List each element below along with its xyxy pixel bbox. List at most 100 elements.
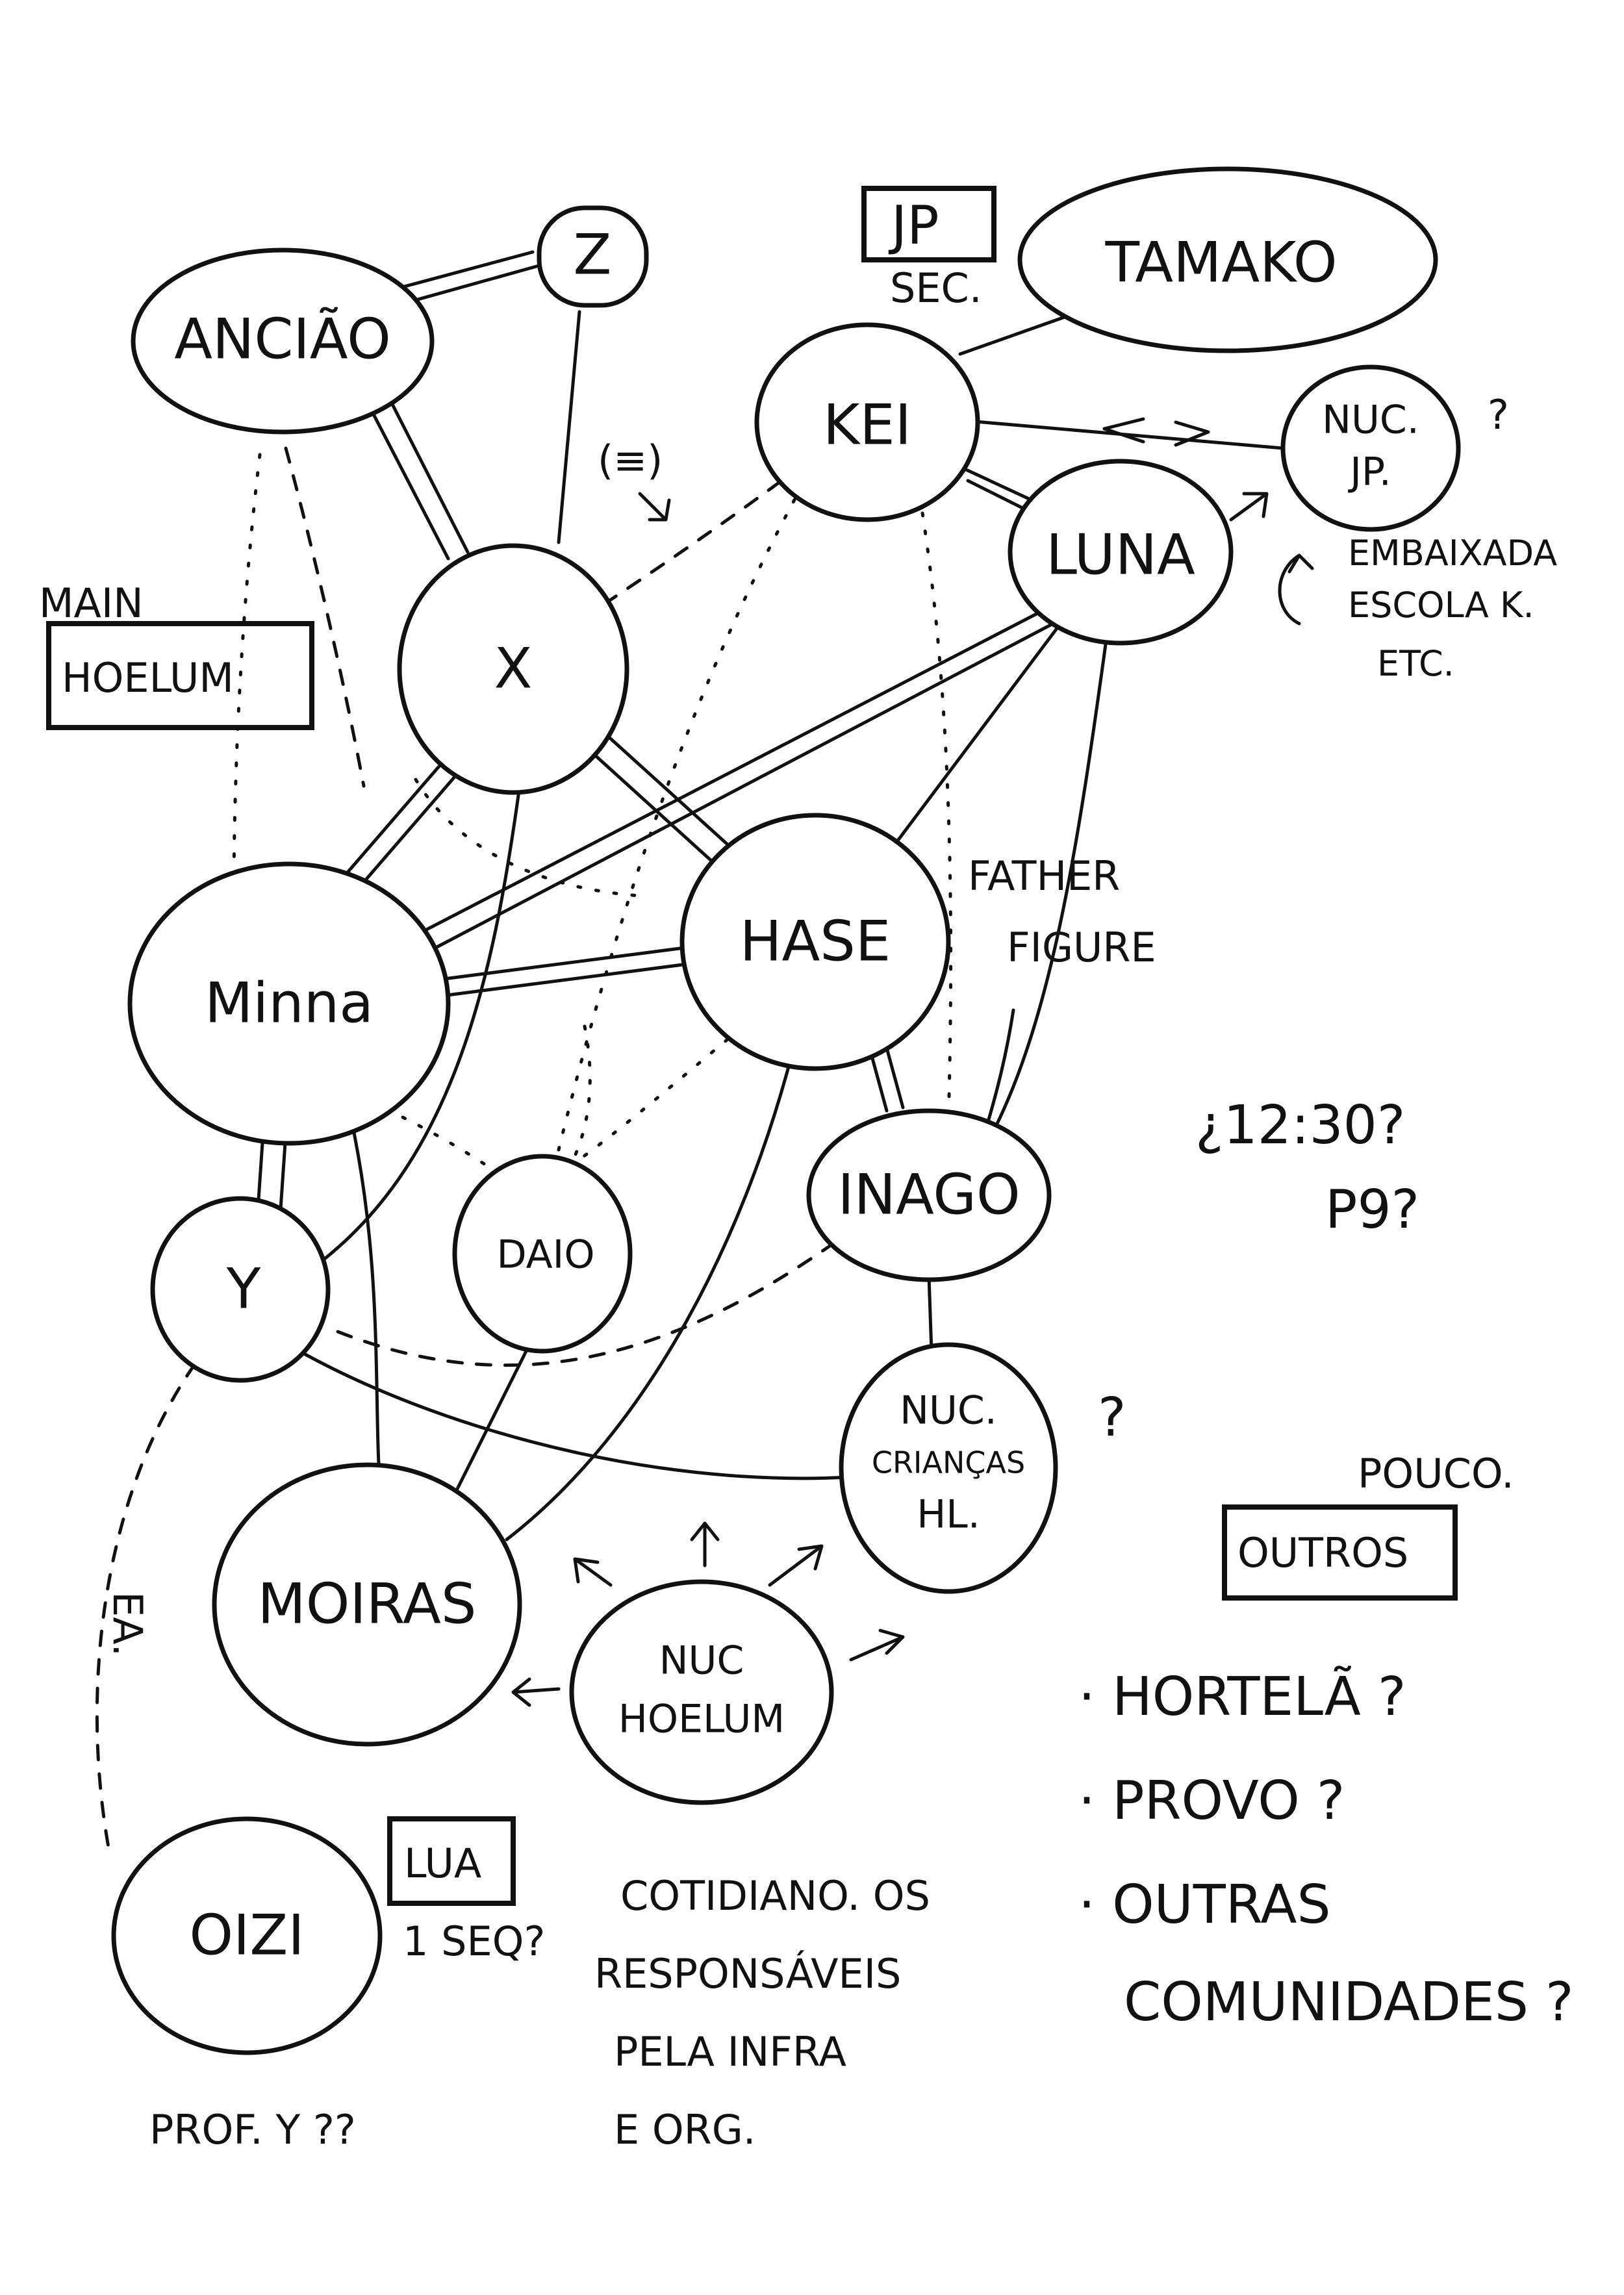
edges	[95, 250, 1285, 1860]
node-nuc-jp[interactable]: NUC. JP.	[1280, 364, 1461, 532]
hoelum-box: HOELUM	[46, 621, 314, 730]
boxed-labels: JP SEC. MAIN HOELUM OUTROS LUA	[39, 186, 1458, 1906]
edge-x-y	[303, 784, 522, 1275]
node-z-label: Z	[574, 222, 612, 287]
node-nuc-criancas-label-1: NUC.	[900, 1388, 997, 1434]
edge-minna-left-dotted	[232, 453, 262, 898]
edge-hase-daio-dotted	[563, 1037, 730, 1171]
eq-mark: (≡)	[598, 437, 663, 484]
arrow-nuc-upleft	[573, 1557, 613, 1587]
edge-x-minna-dotted	[414, 778, 652, 898]
node-oizi-label: OIZI	[189, 1903, 304, 1968]
main-label: MAIN	[39, 579, 144, 627]
pouco-label: POUCO.	[1358, 1450, 1514, 1497]
outros-item-2: · PROVO ?	[1078, 1770, 1345, 1832]
outros-box-label: OUTROS	[1237, 1529, 1408, 1577]
node-inago-label: INAGO	[837, 1162, 1020, 1227]
node-oizi[interactable]: OIZI	[111, 1816, 383, 2055]
ea-label: EA.	[104, 1591, 151, 1656]
embaixada-line-1: EMBAIXADA	[1348, 533, 1557, 574]
node-tamako[interactable]: TAMAKO	[1017, 166, 1438, 353]
arrow-nuc-left	[511, 1677, 561, 1707]
node-nuc-hoelum-label-2: HOELUM	[618, 1697, 785, 1742]
node-x-label: X	[494, 636, 533, 701]
edge-x-hase-2	[589, 719, 730, 846]
lua-box-label: LUA	[404, 1840, 481, 1887]
outros-item-4: COMUNIDADES ?	[1124, 1972, 1573, 2033]
edge-minna-hase	[427, 943, 707, 983]
notes: (≡) ? EMBAIXADA ESCOLA K. ETC. FATHER FI…	[104, 391, 1573, 2153]
jp-box-label: JP	[888, 195, 939, 257]
node-z[interactable]: Z	[537, 205, 649, 308]
edge-anciao-z-2	[400, 264, 539, 306]
outros-box: OUTROS	[1222, 1504, 1458, 1601]
edge-minna-nuc-dashed	[336, 1219, 866, 1367]
arrow-luna-nucjp	[1229, 492, 1269, 522]
node-moiras-label: MOIRAS	[258, 1571, 477, 1636]
edge-kei-inago-dotted	[920, 511, 953, 1126]
embaixada-line-2: ESCOLA K.	[1348, 585, 1534, 626]
node-moiras[interactable]: MOIRAS	[212, 1462, 522, 1747]
father-figure-line-2: FIGURE	[1007, 924, 1156, 971]
node-x[interactable]: X	[397, 543, 629, 795]
nodes: ANCIÃO Z KEI TAMAKO NUC. JP. LUNA X	[111, 166, 1461, 2055]
node-hase[interactable]: HASE	[679, 813, 951, 1071]
time-note-line-2: P9?	[1325, 1179, 1419, 1241]
time-note-line-1: ¿12:30?	[1195, 1095, 1405, 1156]
node-nuc-hoelum[interactable]: NUC HOELUM	[569, 1579, 834, 1805]
node-y-label: Y	[226, 1256, 261, 1321]
arrow-kei-nucjp	[1102, 417, 1210, 447]
edge-hoelum-x-dashed	[284, 446, 366, 788]
edge-y-nuc-criancas	[303, 1352, 885, 1480]
cotidiano-line-4: E ORG.	[614, 2106, 756, 2153]
node-hase-label: HASE	[740, 909, 891, 974]
hoelum-box-label: HOELUM	[62, 654, 234, 702]
node-tamako-label: TAMAKO	[1104, 230, 1337, 295]
arrow-nuc-right	[849, 1629, 905, 1662]
edge-hase-luna	[869, 615, 1067, 879]
node-luna-label: LUNA	[1046, 522, 1195, 587]
node-kei-label: KEI	[823, 392, 911, 457]
edge-hase-moiras	[505, 1037, 798, 1541]
node-nuc-hoelum-label-1: NUC	[659, 1638, 744, 1684]
cotidiano-line-1: COTIDIANO. OS	[620, 1872, 930, 1920]
node-daio-label: DAIO	[496, 1232, 594, 1278]
node-luna[interactable]: LUNA	[1008, 459, 1234, 646]
edge-minna-luna-2	[414, 620, 1058, 960]
lua-box: LUA	[387, 1816, 516, 1906]
node-nuc-jp-label-2: JP.	[1347, 450, 1391, 495]
node-kei[interactable]: KEI	[754, 322, 980, 522]
edge-y-moiras-dashed	[95, 1362, 197, 1860]
edge-anciao-z	[393, 250, 535, 291]
edge-x-kei-dashed	[602, 466, 801, 606]
seq-note: 1 SEQ?	[403, 1918, 545, 1965]
node-nuc-criancas-label-2: CRIANÇAS	[872, 1445, 1025, 1480]
edge-anciao-x	[361, 391, 450, 561]
node-anciao-label: ANCIÃO	[174, 307, 391, 372]
node-minna[interactable]: Minna	[127, 861, 451, 1146]
cotidiano-line-3: PELA INFRA	[614, 2028, 846, 2075]
node-daio[interactable]: DAIO	[452, 1154, 633, 1354]
edge-kei-daio-dotted	[557, 466, 814, 1152]
father-figure-line-1: FATHER	[968, 852, 1120, 900]
edge-anciao-x-2	[381, 385, 470, 554]
arrow-embaixada	[1278, 553, 1314, 626]
edge-luna-inago	[992, 628, 1110, 1132]
outros-item-3: · OUTRAS	[1078, 1874, 1331, 1936]
nuc-jp-question: ?	[1488, 391, 1509, 438]
node-anciao[interactable]: ANCIÃO	[131, 247, 435, 435]
edge-z-x	[557, 310, 581, 544]
node-inago[interactable]: INAGO	[806, 1108, 1052, 1282]
node-y[interactable]: Y	[150, 1196, 331, 1383]
node-nuc-criancas[interactable]: NUC. CRIANÇAS HL.	[839, 1342, 1058, 1594]
prof-note: PROF. Y ??	[149, 2106, 356, 2153]
arrow-eq-down	[638, 492, 671, 522]
outros-item-1: · HORTELÃ ?	[1078, 1666, 1406, 1728]
jp-box: JP	[861, 186, 996, 262]
node-minna-label: Minna	[205, 970, 374, 1035]
sec-label: SEC.	[890, 264, 982, 312]
edge-minna-hase-2	[430, 959, 710, 999]
edge-father-figure	[985, 1008, 1015, 1126]
edge-minna-daio-dotted	[401, 1115, 522, 1191]
